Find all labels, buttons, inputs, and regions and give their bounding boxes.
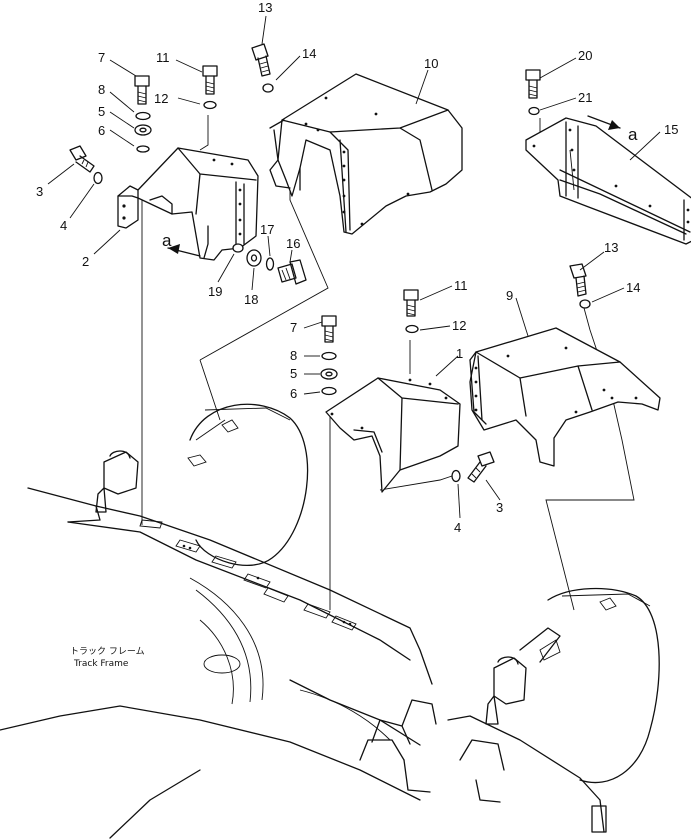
callout-12b: 12 <box>452 318 466 333</box>
callout-5b: 5 <box>290 366 297 381</box>
callout-5a: 5 <box>98 104 105 119</box>
washer-4a <box>93 171 103 185</box>
fender-part-10 <box>269 73 463 235</box>
washer-6a <box>136 145 150 153</box>
callout-10: 10 <box>424 56 438 71</box>
callout-12a: 12 <box>154 91 168 106</box>
washer-8a <box>135 111 151 121</box>
callout-11b: 11 <box>454 278 468 293</box>
cover-part-15 <box>525 117 691 245</box>
bolt-3b <box>467 451 495 483</box>
callout-17: 17 <box>260 222 274 237</box>
washer-4b <box>451 469 461 483</box>
view-arrows <box>167 115 621 257</box>
washer-12b <box>405 324 419 334</box>
callout-leaders <box>47 15 661 519</box>
cover-part-2 <box>117 147 259 261</box>
callout-19: 19 <box>208 284 222 299</box>
callout-8a: 8 <box>98 82 105 97</box>
callout-7a: 7 <box>98 50 105 65</box>
cover-part-1 <box>325 377 461 493</box>
callout-8b: 8 <box>290 348 297 363</box>
washer-8b <box>321 351 337 361</box>
bolt-7a <box>134 75 150 105</box>
bolt-13a <box>251 43 271 77</box>
leader-lines <box>141 115 635 611</box>
bolt-20 <box>525 69 541 99</box>
washer-14b <box>579 299 591 309</box>
callout-2: 2 <box>82 254 89 269</box>
washer-6b <box>321 386 337 396</box>
callout-20: 20 <box>578 48 592 63</box>
callout-16: 16 <box>286 236 300 251</box>
bolt-3a <box>69 145 95 173</box>
washer-19 <box>232 243 244 253</box>
fasteners <box>69 43 591 483</box>
callout-18: 18 <box>244 292 258 307</box>
track-frame-label-en: Track Frame <box>73 659 129 669</box>
callout-3b: 3 <box>496 500 503 515</box>
washer-14a <box>262 83 274 93</box>
washer-17 <box>265 257 275 271</box>
callout-7b: 7 <box>290 320 297 335</box>
fender-part-9 <box>469 327 661 467</box>
callout-13b: 13 <box>604 240 618 255</box>
callout-21: 21 <box>578 90 592 105</box>
track-frame-drawing <box>0 403 660 839</box>
bolt-11b <box>403 289 419 317</box>
bolt-7b <box>321 315 337 343</box>
callout-numbers: 13 14 10 7 11 8 12 5 6 3 4 2 17 16 19 18… <box>36 0 678 535</box>
track-frame-label-jp: トラック フレーム <box>70 646 145 657</box>
callout-4a: 4 <box>60 218 67 233</box>
callout-6a: 6 <box>98 123 105 138</box>
bolt-11a <box>202 65 218 95</box>
callout-1: 1 <box>456 346 463 361</box>
callout-4b: 4 <box>454 520 461 535</box>
callout-13a: 13 <box>258 0 272 15</box>
view-marker-a-right: a <box>628 125 638 144</box>
bolt-16 <box>277 259 307 285</box>
callout-3a: 3 <box>36 184 43 199</box>
callout-11a: 11 <box>156 50 170 65</box>
view-marker-a-left: a <box>162 231 172 250</box>
callout-6b: 6 <box>290 386 297 401</box>
callout-14b: 14 <box>626 280 640 295</box>
washer-21 <box>528 106 540 116</box>
callout-9: 9 <box>506 288 513 303</box>
bolt-13b <box>569 263 587 297</box>
callout-15: 15 <box>664 122 678 137</box>
callout-14a: 14 <box>302 46 316 61</box>
washer-12a <box>203 100 217 110</box>
